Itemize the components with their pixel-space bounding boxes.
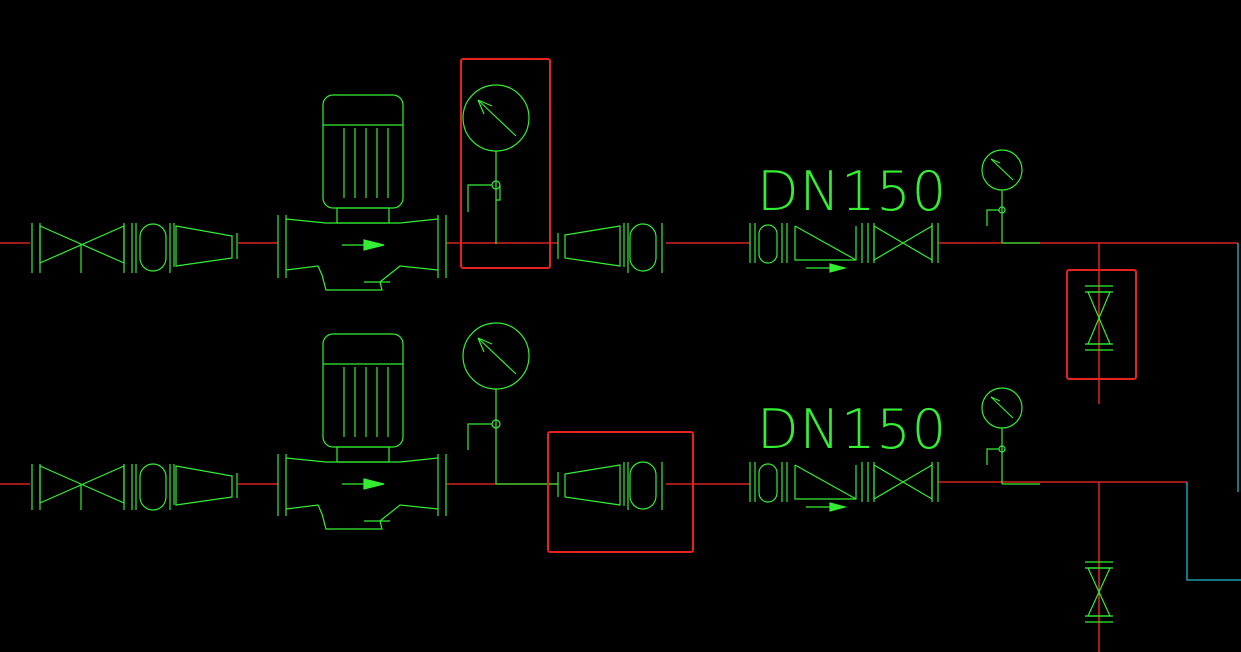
ball-valve-icon[interactable]	[867, 223, 939, 263]
inline-pump-icon[interactable]	[277, 94, 447, 291]
reducer-icon[interactable]	[557, 462, 625, 506]
inline-pump-icon[interactable]	[277, 333, 447, 530]
flexible-joint-icon[interactable]	[135, 463, 171, 511]
ball-valve-icon[interactable]	[867, 462, 939, 502]
highlight-bottom-reducer	[547, 431, 694, 553]
check-valve-icon[interactable]	[749, 462, 863, 512]
highlight-bypass-valve	[1066, 269, 1137, 380]
gate-valve-icon[interactable]	[1085, 561, 1113, 623]
pressure-gauge-icon[interactable]	[981, 149, 1040, 244]
check-valve-icon[interactable]	[749, 223, 863, 273]
pressure-gauge-icon[interactable]	[462, 84, 530, 244]
gate-valve-icon[interactable]	[1085, 285, 1113, 351]
flexible-joint-icon[interactable]	[627, 461, 663, 510]
equipment	[31, 84, 1113, 623]
aux-lines	[1186, 243, 1241, 581]
return-line	[1186, 482, 1241, 581]
gate-valve-icon[interactable]	[31, 464, 133, 510]
reducer-icon[interactable]	[557, 223, 625, 267]
gate-valve-icon[interactable]	[31, 223, 133, 273]
reducer-icon[interactable]	[173, 464, 238, 506]
reducer-icon[interactable]	[173, 223, 238, 267]
flexible-joint-icon[interactable]	[135, 223, 171, 273]
pressure-gauge-icon[interactable]	[981, 387, 1040, 485]
highlight-boxes	[460, 58, 1137, 553]
flexible-joint-icon[interactable]	[627, 223, 663, 273]
bottom-pipe-size-label: DN150	[757, 398, 947, 461]
top-pipe-size-label: DN150	[757, 160, 947, 223]
highlight-top-gauge	[460, 58, 551, 269]
